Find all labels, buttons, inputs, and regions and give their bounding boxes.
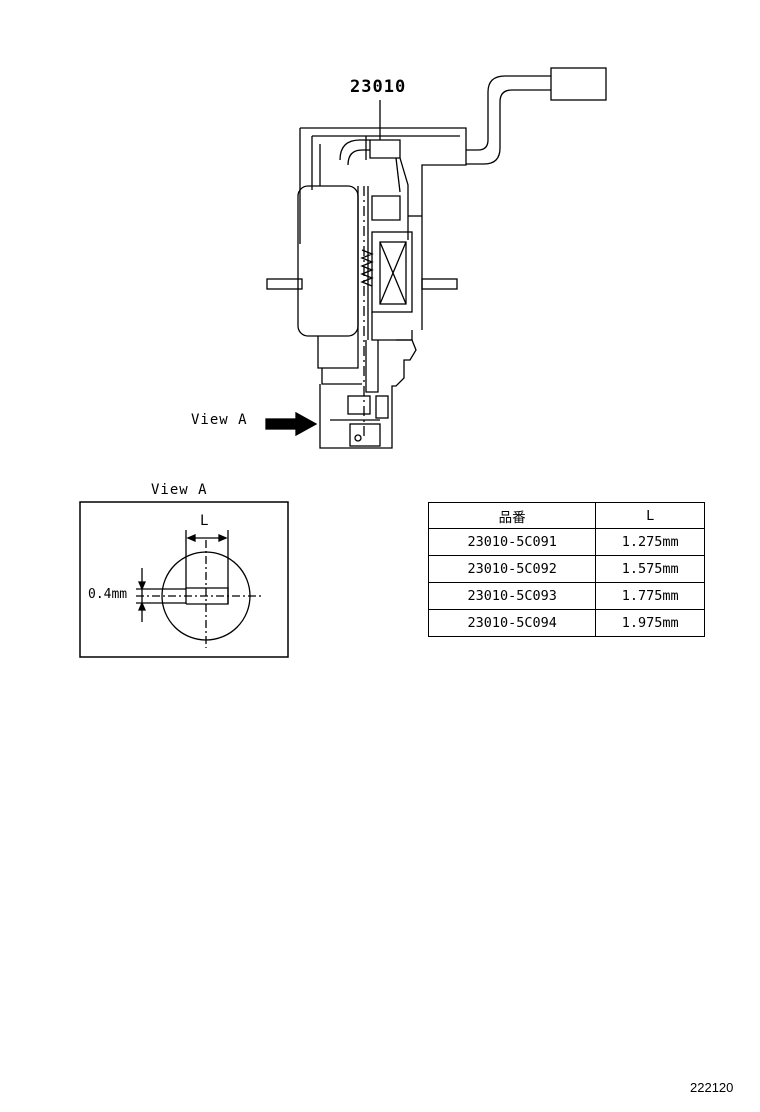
parts-table-wrap: 品番 L 23010-5C091 1.275mm 23010-5C092 1.5… xyxy=(427,502,705,637)
flange xyxy=(266,278,458,290)
view-a-box-title: View A xyxy=(151,482,208,498)
parts-table: 品番 L 23010-5C091 1.275mm 23010-5C092 1.5… xyxy=(427,502,705,637)
table-row: 23010-5C093 1.775mm xyxy=(427,582,705,610)
coil-body xyxy=(297,185,422,341)
table-row: 23010-5C092 1.575mm xyxy=(427,555,705,583)
cell-length: 1.275mm xyxy=(595,528,705,556)
lower-nozzle xyxy=(317,336,417,449)
cell-part-number: 23010-5C094 xyxy=(427,609,597,637)
view-a-arrow xyxy=(265,411,318,437)
dimension-l-label: L xyxy=(200,513,210,529)
part-number-label: 23010 xyxy=(350,77,407,97)
view-a-arrow-label: View A xyxy=(191,412,248,428)
upper-housing xyxy=(299,127,467,330)
header-part-number: 品番 xyxy=(427,502,597,529)
table-row: 23010-5C091 1.275mm xyxy=(427,528,705,556)
cell-part-number: 23010-5C092 xyxy=(427,555,597,583)
cell-part-number: 23010-5C091 xyxy=(427,528,597,556)
reference-code: 222120 xyxy=(690,1080,734,1095)
dimension-gap-label: 0.4mm xyxy=(88,587,128,602)
cell-length: 1.775mm xyxy=(595,582,705,610)
cell-length: 1.575mm xyxy=(595,555,705,583)
header-length: L xyxy=(595,502,705,529)
table-header-row: 品番 L xyxy=(427,502,705,529)
table-row: 23010-5C094 1.975mm xyxy=(427,609,705,637)
cell-part-number: 23010-5C093 xyxy=(427,582,597,610)
view-a-detail xyxy=(79,501,289,658)
cell-length: 1.975mm xyxy=(595,609,705,637)
connector-pipe xyxy=(466,67,607,165)
